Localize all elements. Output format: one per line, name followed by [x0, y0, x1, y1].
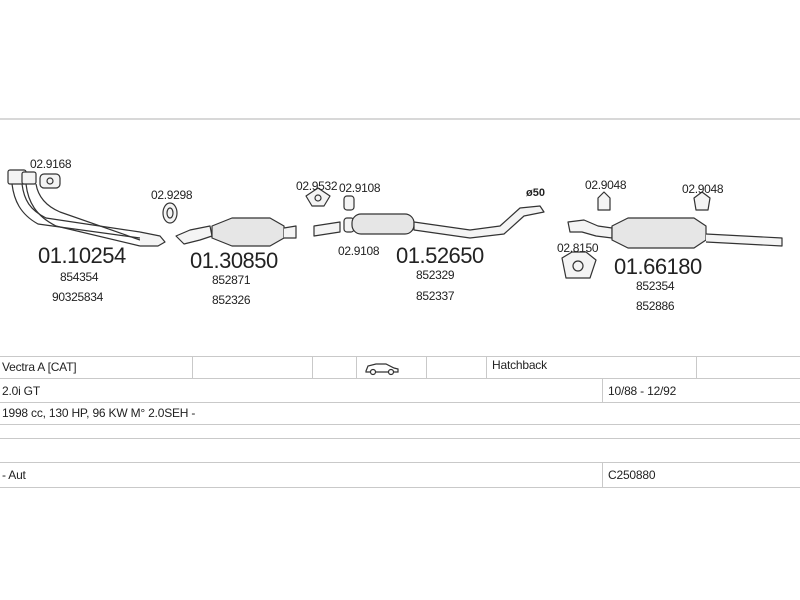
table-row	[0, 438, 800, 463]
part-number: 01.10254	[38, 243, 126, 268]
accessory-number: 02.9108	[339, 181, 381, 195]
body-type: Hatchback	[492, 358, 547, 372]
exhaust-diagram	[7, 169, 783, 279]
accessory-number: 02.9532	[296, 179, 338, 193]
top-border	[0, 118, 800, 120]
accessory-number: 02.9048	[682, 182, 724, 196]
front-pipe-drawing	[7, 169, 166, 247]
part-number: 01.52650	[396, 243, 484, 268]
part-reference: 852326	[212, 293, 251, 307]
table-row: Vectra A [CAT] Hatchback	[0, 356, 800, 379]
system-code: C250880	[608, 468, 656, 482]
table-row	[0, 424, 800, 439]
gasket-drawing	[162, 202, 178, 224]
part-number: 01.30850	[190, 248, 278, 273]
part-reference: 852354	[636, 279, 675, 293]
accessory-number: 02.9168	[30, 157, 72, 171]
accessory-number: 02.9048	[585, 178, 627, 192]
hanger-drawing	[561, 251, 597, 279]
car-icon	[362, 357, 422, 379]
clamp-drawing	[305, 187, 331, 207]
part-number: 01.66180	[614, 254, 702, 279]
rear-silencer-drawing	[567, 217, 783, 249]
table-row: 1998 cc, 130 HP, 96 KW M° 2.0SEH -	[0, 402, 800, 425]
part-reference: 852329	[416, 268, 455, 282]
part-reference: 852337	[416, 289, 455, 303]
engine-spec: 1998 cc, 130 HP, 96 KW M° 2.0SEH -	[2, 406, 196, 420]
pipe-diameter-label: ø50	[526, 187, 545, 199]
hanger-drawing	[693, 191, 711, 211]
table-row: 2.0i GT 10/88 - 12/92	[0, 378, 800, 403]
transmission: - Aut	[2, 468, 26, 482]
clamp-drawing	[343, 195, 355, 211]
accessory-number: 02.9298	[151, 188, 193, 202]
vehicle-model: Vectra A [CAT]	[2, 360, 77, 374]
part-reference: 852886	[636, 299, 675, 313]
table-row: - Aut C250880	[0, 462, 800, 488]
middle-silencer-drawing	[313, 205, 545, 239]
gasket-drawing	[39, 173, 61, 189]
engine-name: 2.0i GT	[2, 384, 40, 398]
production-years: 10/88 - 12/92	[608, 384, 677, 398]
accessory-number: 02.8150	[557, 241, 599, 255]
hanger-drawing	[597, 191, 611, 211]
part-reference: 852871	[212, 273, 251, 287]
accessory-number: 02.9108	[338, 244, 380, 258]
part-reference: 90325834	[52, 290, 103, 304]
catalyst-drawing	[175, 217, 297, 247]
part-reference: 854354	[60, 270, 99, 284]
